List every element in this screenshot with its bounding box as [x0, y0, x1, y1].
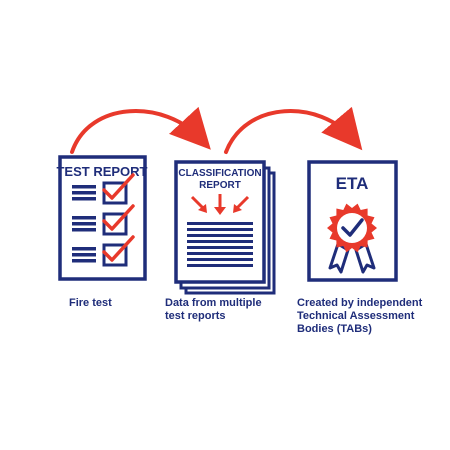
checklist-row: [72, 173, 135, 205]
checkbox-check-icon: [102, 173, 135, 200]
eta-caption: Created by independent Technical Assessm…: [297, 297, 423, 335]
award-ribbon-icon: [327, 203, 377, 274]
test-report-caption: Fire test: [69, 297, 112, 309]
classification-report-title-line2: REPORT: [199, 180, 241, 191]
classification-report-title-line1: CLASSIFICATION: [178, 168, 261, 179]
test-report-title: TEST REPORT: [56, 164, 147, 179]
classification-report-document: CLASSIFICATION REPORT: [174, 160, 276, 295]
data-lines: [187, 222, 253, 267]
checkbox-check-icon: [102, 204, 135, 231]
classification-report-caption: Data from multiple test reports: [165, 297, 262, 322]
checkbox-check-icon: [102, 235, 135, 262]
arrow-icon: [214, 194, 226, 215]
eta-document: ETA: [307, 160, 398, 282]
arrow-icon: [233, 195, 250, 213]
eta-title: ETA: [336, 174, 369, 193]
arrow-icon: [190, 195, 207, 213]
test-report-document: TEST REPORT: [56, 155, 148, 281]
checklist-row: [72, 235, 135, 267]
arrow-icon: [70, 106, 211, 154]
arrow-icon: [224, 106, 363, 154]
checklist-row: [72, 204, 135, 236]
